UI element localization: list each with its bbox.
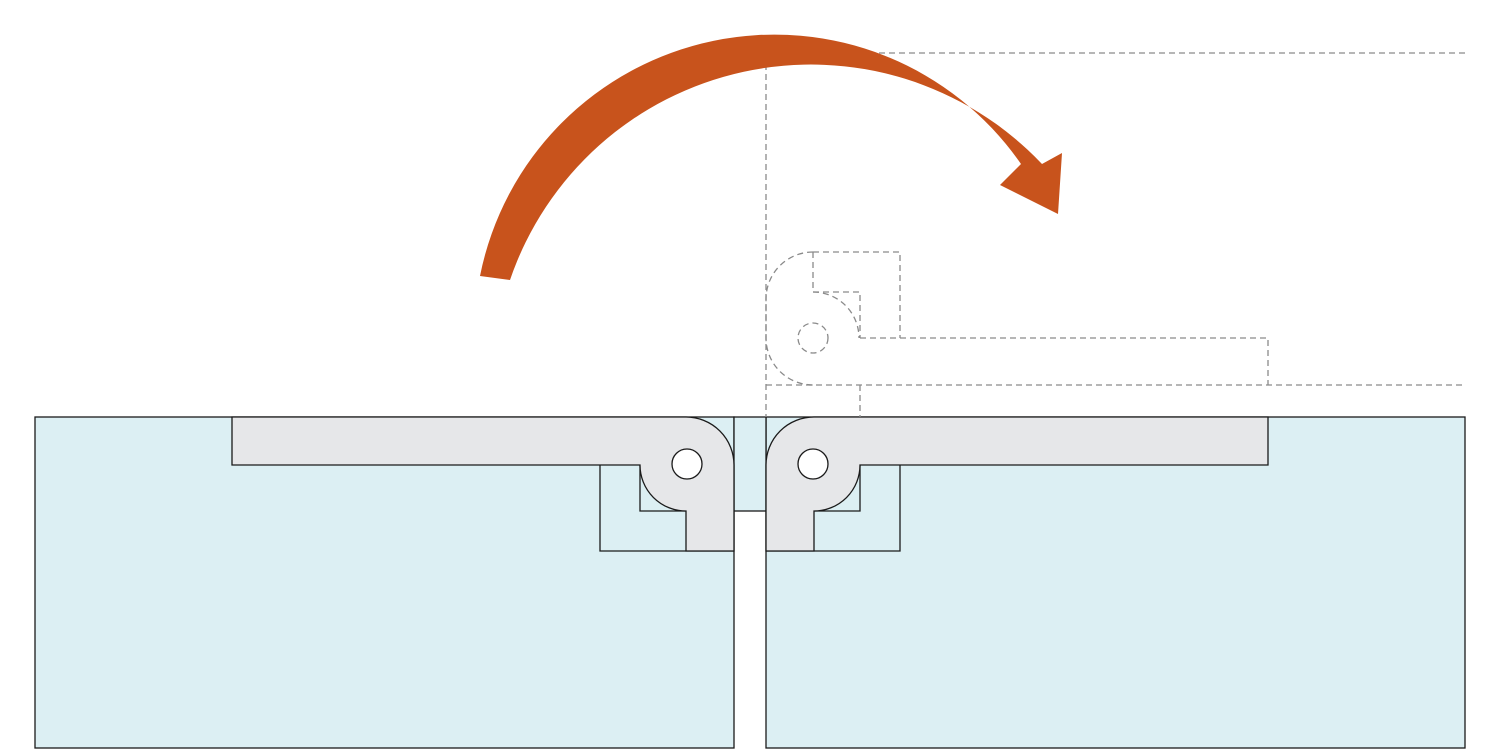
left-panel — [34, 416, 735, 749]
folded-position-outline — [765, 52, 1465, 417]
rotation-arrow-icon — [480, 34, 1062, 280]
gap-fill — [733, 416, 767, 512]
left-hinge-leaf — [231, 416, 735, 552]
right-panel — [765, 416, 1466, 749]
right-hinge-pin — [797, 448, 829, 480]
left-hinge-pin — [671, 448, 703, 480]
right-hinge-leaf — [765, 416, 1269, 552]
